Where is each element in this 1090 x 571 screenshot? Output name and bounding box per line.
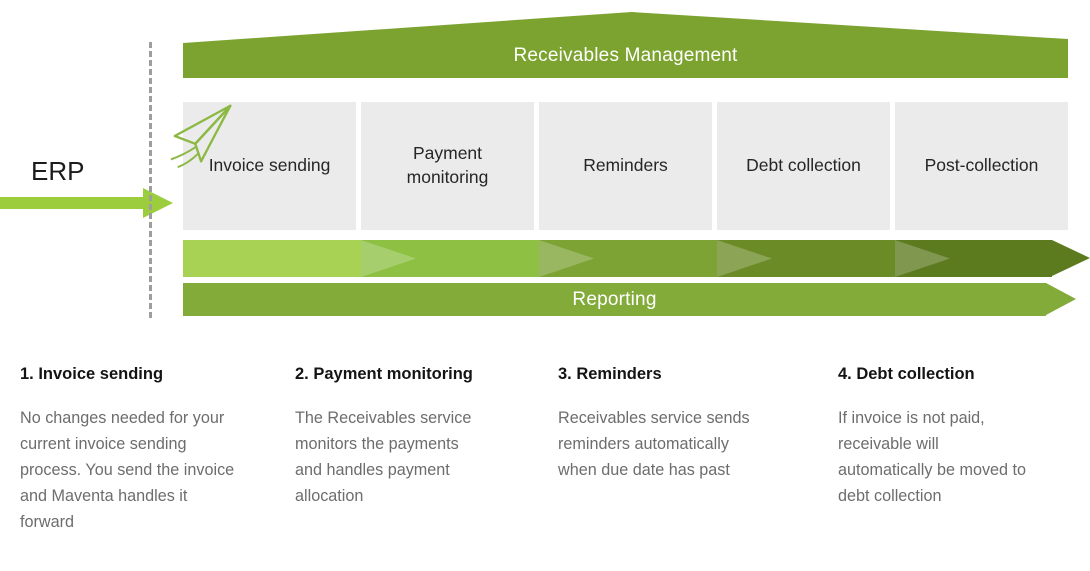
detail-body: No changes needed for your current invoi… xyxy=(20,409,235,531)
reporting-arrow: Reporting xyxy=(183,283,1076,316)
reporting-arrowhead-icon xyxy=(1046,283,1076,315)
stage-label: Payment monitoring xyxy=(406,143,489,187)
detail-heading: 4. Debt collection xyxy=(838,365,975,383)
flow-arrowhead-icon xyxy=(1052,240,1090,276)
paper-plane-icon xyxy=(170,104,232,169)
stage-label: Reminders xyxy=(583,155,668,176)
erp-label: ERP xyxy=(31,156,85,186)
stage-box-debt-collection: Debt collection xyxy=(717,102,890,230)
detail-heading: 1. Invoice sending xyxy=(20,365,164,383)
detail-body: The Receivables service monitors the pay… xyxy=(295,409,472,505)
stage-box-reminders: Reminders xyxy=(539,102,712,230)
stage-box-post-collection: Post-collection xyxy=(895,102,1068,230)
flow-segment-5 xyxy=(895,240,1052,277)
detail-column-payment-monitoring: 2. Payment monitoring The Receivables se… xyxy=(295,365,525,509)
stage-label: Debt collection xyxy=(746,155,861,176)
detail-heading: 3. Reminders xyxy=(558,365,662,383)
flow-segment-2 xyxy=(361,240,539,277)
reporting-label: Reporting xyxy=(572,288,657,310)
dashed-divider xyxy=(149,42,152,318)
process-flow-arrow xyxy=(183,240,1090,277)
detail-column-reminders: 3. Reminders Receivables service sends r… xyxy=(558,365,798,483)
flow-segment-3 xyxy=(539,240,717,277)
reporting-arrow-body: Reporting xyxy=(183,283,1046,316)
stage-box-payment-monitoring: Payment monitoring xyxy=(361,102,534,230)
flow-segment-4 xyxy=(717,240,895,277)
stage-label: Post-collection xyxy=(924,155,1039,176)
stage-box-invoice-sending: Invoice sending xyxy=(183,102,356,230)
detail-heading: 2. Payment monitoring xyxy=(295,365,473,383)
flow-segment-1 xyxy=(183,240,361,277)
stage-label: Invoice sending xyxy=(208,155,331,176)
detail-column-debt-collection: 4. Debt collection If invoice is not pai… xyxy=(838,365,1073,509)
detail-body: If invoice is not paid, receivable will … xyxy=(838,409,1027,505)
erp-arrow-head xyxy=(143,188,173,218)
receivables-banner: Receivables Management xyxy=(183,12,1068,78)
erp-arrow xyxy=(0,197,143,209)
detail-column-invoice-sending: 1. Invoice sending No changes needed for… xyxy=(20,365,275,535)
detail-body: Receivables service sends reminders auto… xyxy=(558,409,750,479)
banner-label: Receivables Management xyxy=(513,45,738,66)
